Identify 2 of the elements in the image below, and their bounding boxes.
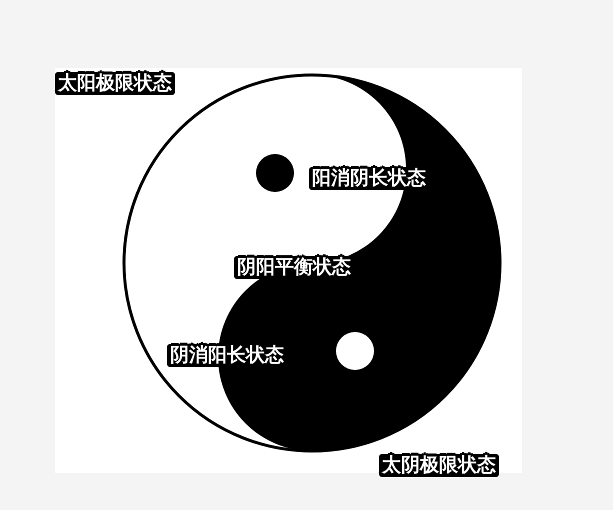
state-label: 太阴极限状态 — [379, 454, 499, 477]
state-label: 太阳极限状态 — [55, 72, 175, 95]
